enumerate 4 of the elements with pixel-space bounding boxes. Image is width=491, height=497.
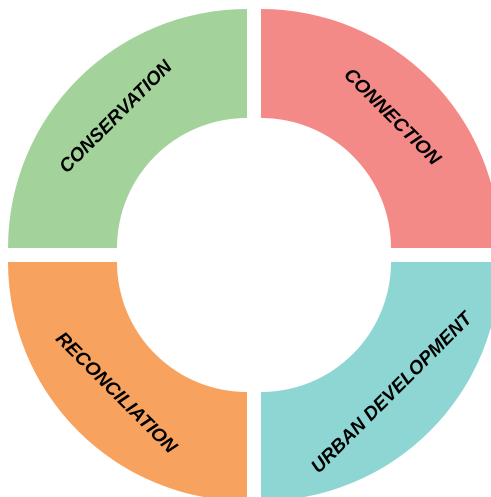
- ring-segment: [8, 9, 247, 248]
- ring-segment: [261, 9, 491, 248]
- ring-segment: [261, 262, 491, 497]
- ring-segment: [8, 262, 247, 497]
